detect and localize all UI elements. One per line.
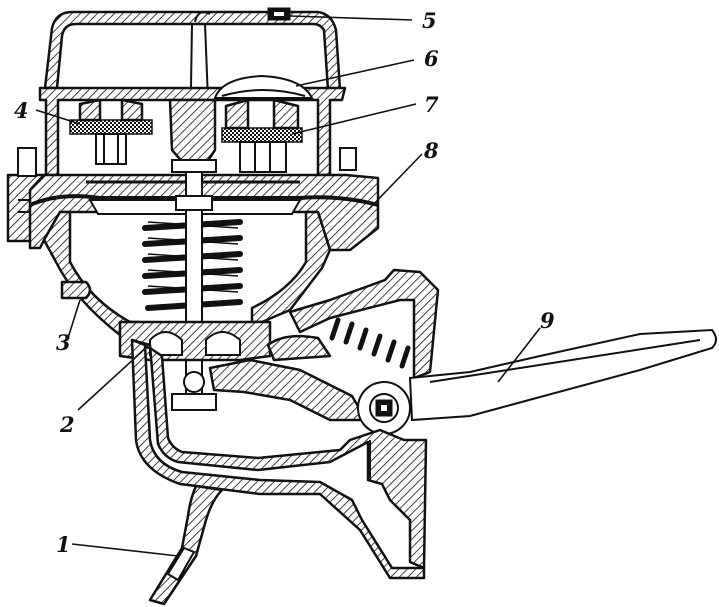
right-mounting-bolt (339, 147, 357, 171)
callout-1: 1 (56, 532, 71, 557)
leader-1 (71, 543, 179, 557)
leader-6 (295, 59, 415, 87)
leader-2 (77, 345, 149, 411)
leader-lines (35, 15, 541, 557)
callout-3: 3 (56, 330, 71, 355)
leader-8 (367, 153, 423, 211)
outlet-valve (221, 98, 303, 173)
callout-8: 8 (423, 138, 439, 163)
callout-7: 7 (424, 92, 439, 117)
leader-9 (497, 327, 541, 383)
leader-7 (291, 103, 417, 135)
filter-dome (213, 74, 314, 99)
valve-housing (38, 86, 347, 177)
lever-housing (266, 268, 440, 380)
callout-4: 4 (14, 98, 29, 123)
leader-3 (67, 299, 81, 339)
drive-lever (208, 328, 717, 435)
callout-5: 5 (422, 8, 437, 33)
callout-6: 6 (424, 46, 439, 71)
cover-screw (267, 7, 291, 21)
callout-2: 2 (59, 412, 75, 437)
rod-seal (118, 320, 272, 362)
inlet-valve (69, 98, 153, 165)
leader-4 (35, 109, 81, 125)
mounting-flange-casting (130, 338, 428, 580)
leader-5 (289, 15, 413, 21)
push-rod (148, 484, 224, 606)
callout-labels: 1 2 3 4 5 6 7 8 9 (14, 8, 555, 557)
callout-9: 9 (540, 308, 555, 333)
